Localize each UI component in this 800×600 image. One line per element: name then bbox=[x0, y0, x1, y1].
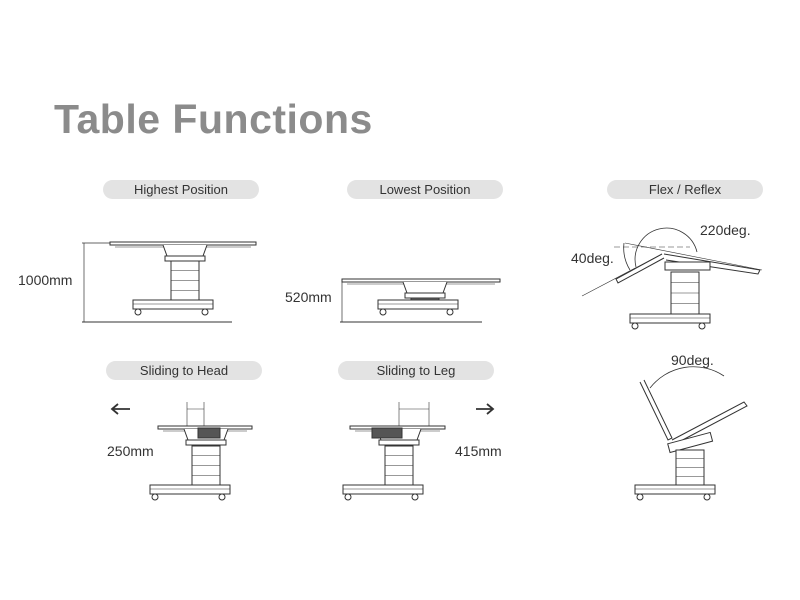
caster-wheel bbox=[134, 308, 142, 316]
page-title: Table Functions bbox=[54, 96, 373, 142]
measure-highest: 1000mm bbox=[18, 272, 73, 288]
label-sliding-to-leg: Sliding to Leg bbox=[338, 361, 494, 380]
diagram-sliding-to-head bbox=[110, 402, 253, 501]
label-lowest-position: Lowest Position bbox=[347, 180, 503, 199]
arrow-left-head bbox=[110, 403, 119, 415]
table-saddle bbox=[378, 439, 420, 446]
diagram-highest-position bbox=[82, 241, 257, 323]
arrow-right-head bbox=[486, 403, 495, 415]
caster-wheel bbox=[379, 308, 387, 316]
reflex-guide bbox=[624, 242, 763, 271]
diagram-flex-reflex bbox=[581, 227, 763, 330]
table-top bbox=[341, 278, 501, 283]
caster-wheel bbox=[411, 493, 419, 501]
angle-arc-90 bbox=[649, 366, 725, 389]
table-carriage bbox=[664, 261, 711, 271]
table-carriage bbox=[402, 281, 448, 294]
slide-mechanism bbox=[371, 427, 403, 439]
slide-mechanism bbox=[197, 427, 221, 439]
label-highest-position: Highest Position bbox=[103, 180, 259, 199]
caster-wheel bbox=[446, 308, 454, 316]
back-section-raised bbox=[639, 379, 673, 441]
leg-section bbox=[663, 253, 761, 275]
caster-wheel bbox=[703, 493, 711, 501]
table-carriage bbox=[667, 431, 714, 454]
table-base bbox=[377, 299, 459, 310]
angle-back-section: 40deg. bbox=[571, 250, 614, 266]
leg-section-raised bbox=[671, 401, 748, 445]
table-saddle bbox=[185, 439, 227, 446]
caster-wheel bbox=[218, 493, 226, 501]
table-base bbox=[629, 313, 711, 324]
back-section bbox=[615, 253, 665, 284]
caster-wheel bbox=[636, 493, 644, 501]
angle-arc-220 bbox=[634, 227, 698, 268]
diagram-sliding-to-leg bbox=[342, 402, 495, 501]
measure-slide-head: 250mm bbox=[107, 443, 154, 459]
table-top bbox=[109, 241, 257, 246]
measure-slide-leg: 415mm bbox=[455, 443, 502, 459]
diagram-lowest-position bbox=[340, 278, 501, 323]
angle-flex-total: 220deg. bbox=[700, 222, 751, 238]
diagram-tilt-90 bbox=[634, 366, 748, 501]
caster-wheel bbox=[344, 493, 352, 501]
table-saddle bbox=[164, 255, 206, 262]
angle-arc-40 bbox=[623, 242, 631, 271]
angle-tilt: 90deg. bbox=[671, 352, 714, 368]
table-saddle bbox=[404, 292, 446, 299]
table-base bbox=[132, 299, 214, 310]
table-carriage bbox=[162, 244, 208, 257]
flex-guide bbox=[581, 253, 663, 297]
label-flex-reflex: Flex / Reflex bbox=[607, 180, 763, 199]
caster-wheel bbox=[631, 322, 639, 330]
caster-wheel bbox=[151, 493, 159, 501]
label-sliding-to-head: Sliding to Head bbox=[106, 361, 262, 380]
table-base bbox=[634, 484, 716, 495]
caster-wheel bbox=[201, 308, 209, 316]
table-base bbox=[149, 484, 231, 495]
measure-lowest: 520mm bbox=[285, 289, 332, 305]
table-base bbox=[342, 484, 424, 495]
caster-wheel bbox=[698, 322, 706, 330]
